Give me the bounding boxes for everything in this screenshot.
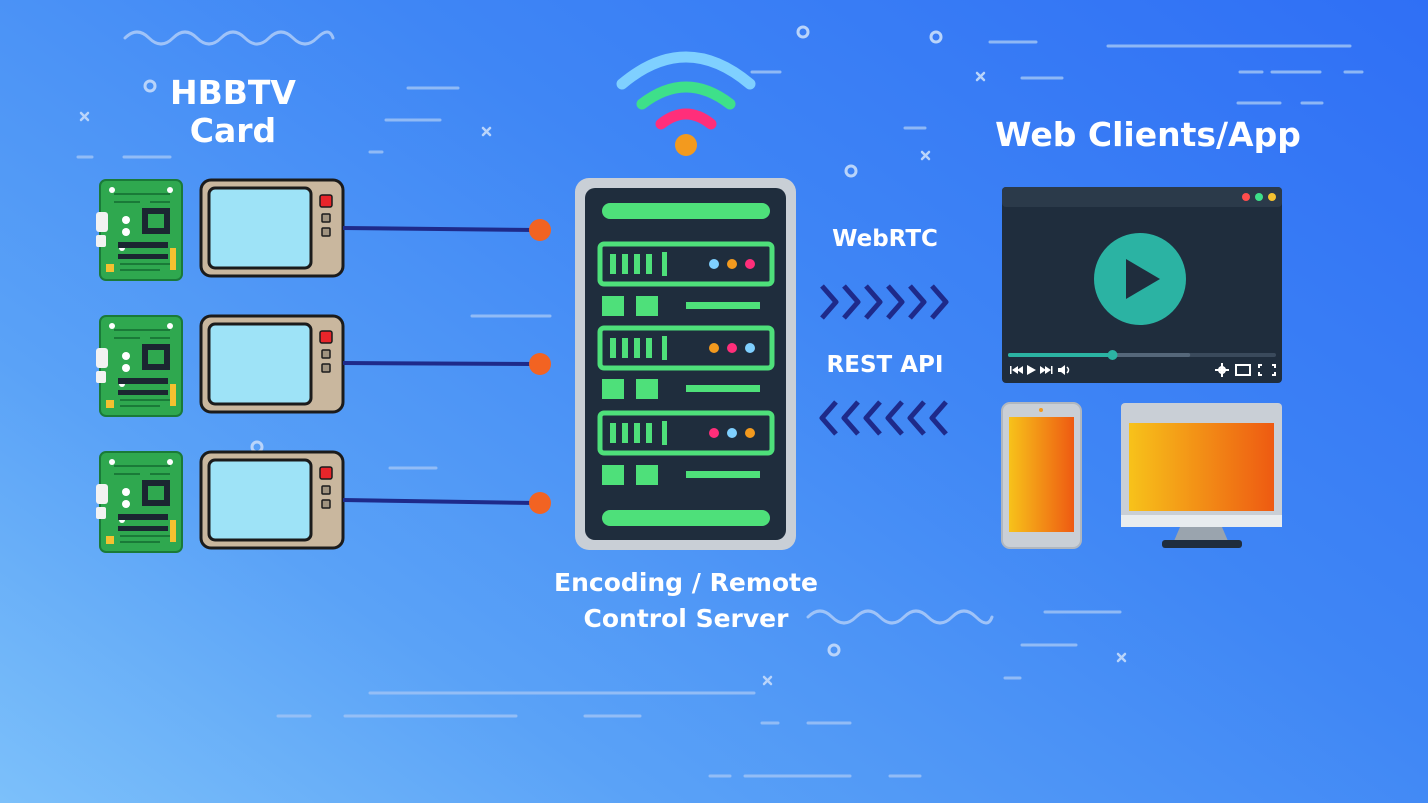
gear-icon[interactable] [1215, 363, 1229, 377]
pcb-card-icon [95, 179, 183, 281]
chevrons-left-icon [822, 402, 946, 434]
server-unit [597, 325, 775, 399]
server-title: Encoding / Remote Control Server [516, 565, 856, 637]
cable [342, 226, 536, 232]
hbbtv-title-line2: Card [189, 111, 277, 150]
play-small-icon[interactable] [1027, 365, 1036, 375]
next-icon[interactable] [1040, 366, 1053, 374]
volume-icon[interactable] [1058, 365, 1070, 375]
pcb-card-icon [95, 451, 183, 553]
cable [342, 361, 536, 366]
video-player-window [1002, 187, 1282, 383]
cable [342, 498, 536, 505]
progress-knob[interactable] [1107, 350, 1118, 360]
hbbtv-unit [95, 314, 551, 417]
desktop-monitor-icon [1121, 403, 1282, 548]
server-unit [597, 410, 775, 485]
tablet-icon [1001, 402, 1082, 549]
play-icon[interactable] [1094, 233, 1186, 325]
hbbtv-title: HBBTV Card [132, 74, 334, 150]
server-title-line2: Control Server [583, 604, 789, 633]
tv-icon [199, 178, 345, 278]
wifi-icon [616, 51, 756, 156]
webrtc-label: WebRTC [832, 226, 938, 252]
server-title-line1: Encoding / Remote [554, 568, 818, 597]
rest-api-label: REST API [826, 352, 944, 378]
tv-icon [199, 450, 345, 550]
previous-icon[interactable] [1010, 366, 1023, 374]
hbbtv-title-line1: HBBTV [170, 73, 296, 112]
tv-icon [199, 314, 345, 414]
server-rack-icon [575, 178, 796, 550]
hbbtv-unit [95, 450, 551, 553]
progress-fill [1008, 353, 1113, 357]
server-unit [597, 241, 775, 316]
connector-dot [529, 353, 551, 375]
fullscreen-icon[interactable] [1258, 364, 1276, 376]
pcb-card-icon [95, 315, 183, 417]
chevrons-right-icon [822, 286, 946, 318]
theater-mode-icon[interactable] [1235, 364, 1251, 376]
hbbtv-unit [95, 178, 551, 281]
web-clients-title: Web Clients/App [995, 115, 1301, 154]
connector-dot [529, 219, 551, 241]
connector-dot [529, 492, 551, 514]
